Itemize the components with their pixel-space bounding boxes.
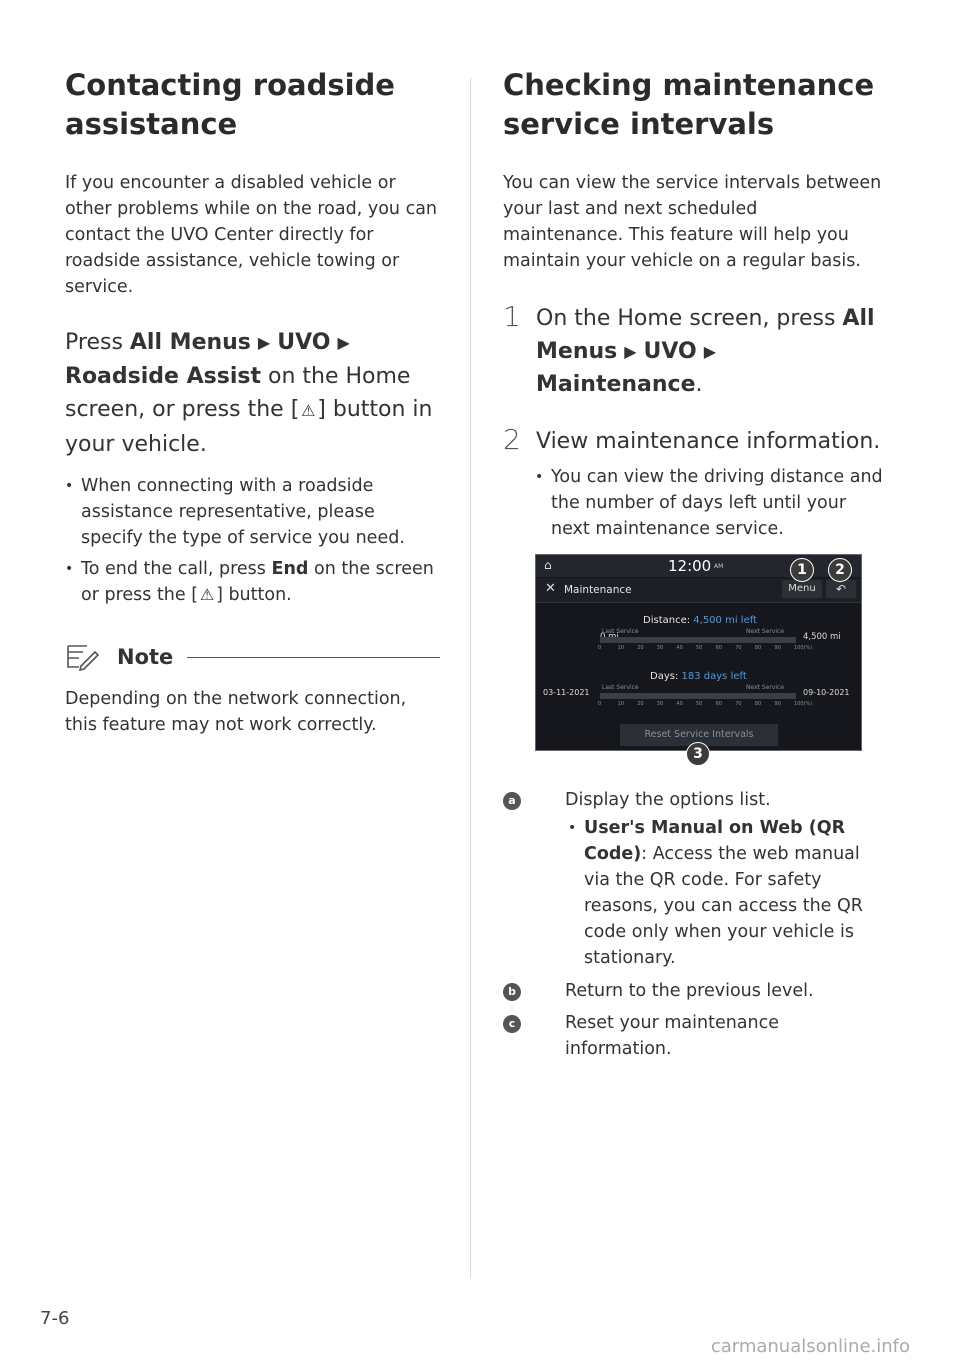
section-title-roadside: Contacting roadside assistance [65, 68, 395, 141]
days-next-service: Next Service [746, 684, 785, 691]
step-number: 1 [503, 300, 521, 333]
distance-next-service: Next Service [746, 628, 785, 635]
scale-tick-label: 100(%) [794, 701, 813, 707]
arrow-right-icon: ▶ [624, 342, 637, 361]
clock-ampm: AM [714, 563, 724, 570]
scale-tick-label: 10 [617, 645, 624, 651]
scale-tick-label: 100(%) [794, 645, 813, 651]
distance-value: 4,500 mi left [693, 615, 757, 626]
distance-end: 4,500 mi [803, 632, 841, 642]
page-number: 7-6 [40, 1308, 70, 1329]
watermark: carmanualsonline.info [710, 1336, 910, 1357]
screen-title: Maintenance [564, 584, 632, 596]
legend-item-c: c Reset your maintenance information. [503, 1010, 873, 1062]
menu-all-menus: All Menus [129, 330, 251, 355]
menu-button[interactable]: Menu [782, 580, 822, 598]
callout-3: 3 [686, 742, 710, 766]
column-divider [470, 78, 471, 1278]
scale-tick-label: 60 [715, 701, 722, 707]
scale-tick-label: 10 [617, 701, 624, 707]
warning-triangle-icon: ⚠ [301, 401, 316, 420]
days-value: 183 days left [681, 671, 747, 682]
date-start: 03-11-2021 [543, 688, 590, 697]
scale-tick-label: 80 [754, 701, 762, 707]
scale-tick-label: 70 [735, 701, 742, 707]
scale-tick-label: 40 [676, 701, 683, 707]
callout-1: 1 [790, 558, 814, 582]
arrow-right-icon: ▶ [337, 333, 350, 352]
days-progress-track [600, 693, 796, 699]
left-column: Contacting roadside assistance If you en… [65, 66, 440, 738]
scale-tick-label: 20 [637, 645, 644, 651]
scale-tick-label: 50 [696, 701, 703, 707]
distance-label: Distance: 4,500 mi left [643, 615, 757, 626]
roadside-instruction: Press All Menus ▶ UVO ▶ Roadside Assist … [65, 326, 440, 461]
list-item: You can view the driving distance and th… [535, 464, 883, 542]
section-title-maintenance: Checking maintenance service intervals [503, 68, 875, 141]
list-item: When connecting with a roadside assistan… [65, 473, 440, 551]
days-last-service: Last Service [602, 684, 639, 691]
scale-tick-label: 0 [598, 701, 602, 707]
menu-uvo: UVO [277, 330, 331, 355]
callout-2: 2 [828, 558, 852, 582]
scale-tick-label: 80 [754, 645, 762, 651]
note-header: Note [65, 642, 440, 672]
step2-bullets: You can view the driving distance and th… [503, 464, 883, 542]
maintenance-intro: You can view the service intervals betwe… [503, 173, 882, 271]
step-2: 2 View maintenance information. [503, 423, 881, 456]
scale-tick-label: 30 [656, 645, 664, 651]
legend-item-b: b Return to the previous level. [503, 978, 873, 1004]
home-icon[interactable]: ⌂ [544, 558, 552, 572]
scale-tick-label: 90 [774, 701, 781, 707]
note-text: Depending on the network connection, thi… [65, 689, 407, 735]
menu-roadside-assist: Roadside Assist [65, 363, 261, 389]
scale-tick-label: 50 [696, 645, 703, 651]
roadside-intro: If you encounter a disabled vehicle or o… [65, 173, 438, 297]
distance-last-service: Last Service [602, 628, 639, 635]
list-item: To end the call, press End on the screen… [65, 556, 440, 608]
note-title: Note [117, 645, 174, 669]
legend-mark: b [503, 983, 521, 1001]
scale-tick-label: 20 [637, 701, 644, 707]
scale-tick-label: 60 [715, 645, 722, 651]
roadside-bullets: When connecting with a roadside assistan… [65, 473, 440, 608]
legend-item-a: a Display the options list. User's Manua… [503, 787, 873, 971]
title-bar: ✕ Maintenance Menu ↶ [536, 578, 861, 603]
status-bar: ⌂ 12:00 AM [536, 555, 861, 577]
days-scale: 0 10 20 30 40 50 60 70 80 90 100(%) [598, 701, 812, 709]
scale-tick-label: 70 [735, 645, 742, 651]
scale-tick-label: 40 [676, 645, 683, 651]
days-label: Days: 183 days left [650, 671, 747, 682]
scale-tick-label: 90 [774, 645, 781, 651]
distance-progress-track [600, 637, 796, 643]
clock-time: 12:00 [668, 557, 712, 575]
arrow-right-icon: ▶ [257, 333, 271, 352]
tools-icon: ✕ [545, 581, 556, 596]
arrow-right-icon: ▶ [703, 342, 717, 361]
legend-mark: a [503, 792, 521, 810]
back-arrow-icon[interactable]: ↶ [826, 580, 856, 598]
legend-sub-item: User's Manual on Web (QR Code): Access t… [565, 815, 873, 971]
scale-tick-label: 30 [656, 701, 664, 707]
right-column: Checking maintenance service intervals Y… [503, 66, 883, 547]
step-1: 1 On the Home screen, press All Menus ▶ … [503, 300, 875, 397]
distance-scale: 0 10 20 30 40 50 60 70 80 90 100(%) [598, 645, 812, 653]
callout-legend: a Display the options list. User's Manua… [503, 787, 873, 1062]
date-end: 09-10-2021 [803, 688, 850, 697]
legend-mark: c [503, 1015, 521, 1033]
reset-service-intervals-button[interactable]: Reset Service Intervals [620, 724, 778, 746]
maintenance-screenshot: ⌂ 12:00 AM ✕ Maintenance Menu ↶ Distance… [535, 554, 862, 751]
step-number: 2 [503, 423, 521, 456]
note-pencil-icon [67, 645, 99, 672]
warning-triangle-icon: ⚠ [199, 585, 215, 604]
scale-tick-label: 0 [598, 645, 602, 651]
note-rule [187, 656, 440, 658]
